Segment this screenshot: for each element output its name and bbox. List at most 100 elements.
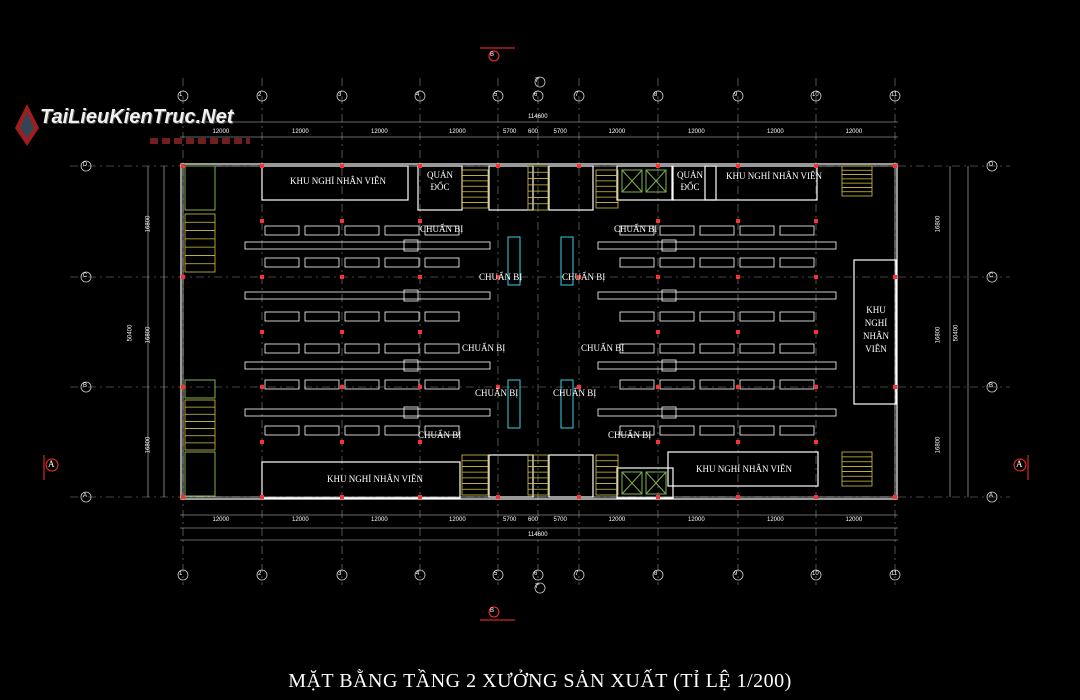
elevator-shaft bbox=[184, 451, 216, 497]
structural-column bbox=[893, 164, 897, 168]
workstation bbox=[344, 311, 380, 322]
structural-column bbox=[893, 275, 897, 279]
workstation bbox=[739, 311, 775, 322]
conveyor-node bbox=[403, 239, 419, 252]
stair-box bbox=[461, 169, 489, 209]
structural-column bbox=[340, 330, 344, 334]
prep-table bbox=[507, 379, 521, 429]
section-mark bbox=[45, 458, 59, 472]
grid-bubble bbox=[80, 491, 92, 503]
structural-column bbox=[418, 275, 422, 279]
rest-room-top-left bbox=[261, 165, 409, 201]
structural-column bbox=[340, 440, 344, 444]
stair-box bbox=[527, 165, 549, 211]
rest-area-top-right-label: KHU NGHỈ NHÂN VIÊN bbox=[725, 171, 823, 181]
building-outline bbox=[180, 163, 898, 500]
grid-column-label: 5 bbox=[494, 571, 498, 577]
structural-column bbox=[418, 219, 422, 223]
workstation bbox=[739, 343, 775, 354]
grid-row-label: A bbox=[83, 493, 88, 499]
production-lines bbox=[244, 225, 837, 436]
grid-column-label: 5 bbox=[494, 92, 498, 98]
section-mark bbox=[488, 606, 500, 618]
conveyor-right bbox=[597, 241, 837, 250]
workstation bbox=[619, 425, 655, 436]
exterior-wall bbox=[180, 163, 898, 500]
structural-column bbox=[656, 330, 660, 334]
grid-bubble bbox=[810, 90, 822, 102]
grid-column-label: 2 bbox=[258, 92, 262, 98]
dimension-label: 5700 bbox=[503, 129, 517, 135]
grid-bubble bbox=[534, 582, 546, 594]
workstation bbox=[779, 425, 815, 436]
workstation bbox=[424, 311, 460, 322]
workstation bbox=[659, 425, 695, 436]
workstation bbox=[424, 257, 460, 268]
conveyor-node bbox=[661, 239, 677, 252]
workstation bbox=[779, 343, 815, 354]
grid-bubble bbox=[986, 271, 998, 283]
conveyor-right bbox=[597, 361, 837, 370]
elevator-shaft bbox=[184, 165, 216, 211]
conveyor-node bbox=[661, 289, 677, 302]
structural-column bbox=[496, 385, 500, 389]
cyan-tables bbox=[507, 236, 574, 429]
prep-label: CHUẨN BỊ bbox=[479, 272, 523, 282]
dimension-label: 5700 bbox=[553, 129, 567, 135]
grid-column-label: 7' bbox=[535, 78, 540, 84]
grid-bubble bbox=[80, 381, 92, 393]
structural-column bbox=[260, 164, 264, 168]
conveyor-left bbox=[244, 291, 491, 300]
workstation bbox=[384, 311, 420, 322]
workstation bbox=[424, 379, 460, 390]
grid-column-label: 6 bbox=[534, 92, 538, 98]
prep-table bbox=[560, 379, 574, 429]
prep-label: CHUẨN BỊ bbox=[562, 272, 606, 282]
watermark-text: TaiLieuKienTruc.Net bbox=[40, 106, 234, 128]
dimension-label: 12000 bbox=[449, 129, 466, 135]
stair-box bbox=[527, 454, 549, 496]
grid-bubble bbox=[492, 90, 504, 102]
grid-bubble bbox=[986, 381, 998, 393]
workstation bbox=[304, 343, 340, 354]
workstation bbox=[424, 343, 460, 354]
foreman-room-right bbox=[671, 165, 717, 201]
workstation bbox=[659, 343, 695, 354]
workstation bbox=[264, 225, 300, 236]
structural-column bbox=[814, 219, 818, 223]
workstation bbox=[384, 343, 420, 354]
grid-bubble bbox=[889, 569, 901, 581]
grid-column-label: 9 bbox=[734, 571, 738, 577]
workstation bbox=[384, 379, 420, 390]
workstation bbox=[739, 225, 775, 236]
dimension-label: 12000 bbox=[845, 517, 863, 523]
dimension-label: 12000 bbox=[608, 129, 626, 135]
grid-bubble bbox=[80, 271, 92, 283]
structural-columns bbox=[181, 164, 897, 499]
structural-column bbox=[656, 275, 660, 279]
stair-box bbox=[595, 454, 619, 496]
dimension-side-total: 50400 bbox=[953, 324, 960, 342]
rest-area-bottom-right-label: KHU NGHỈ NHÂN VIÊN bbox=[695, 464, 793, 474]
workstation bbox=[619, 311, 655, 322]
grid-column-label: 1 bbox=[179, 571, 183, 577]
structural-column bbox=[340, 385, 344, 389]
dimension-side-label: 16800 bbox=[935, 215, 942, 233]
workstation bbox=[659, 311, 695, 322]
structural-column bbox=[736, 330, 740, 334]
core-bottom-right bbox=[548, 454, 594, 498]
grid-column-label: 7 bbox=[575, 92, 579, 98]
elevator-car bbox=[645, 471, 667, 495]
workstation bbox=[304, 225, 340, 236]
dimension-label: 12000 bbox=[688, 129, 705, 135]
structural-column bbox=[181, 495, 185, 499]
structural-column bbox=[260, 219, 264, 223]
watermark-underline bbox=[150, 138, 250, 144]
foreman-right-label-line1: QUẢN bbox=[677, 170, 703, 180]
grid-column-label: 11 bbox=[891, 92, 898, 98]
section-mark bbox=[488, 50, 500, 62]
structural-column bbox=[418, 330, 422, 334]
grid-bubble bbox=[732, 90, 744, 102]
prep-label: CHUẨN BỊ bbox=[553, 388, 597, 398]
